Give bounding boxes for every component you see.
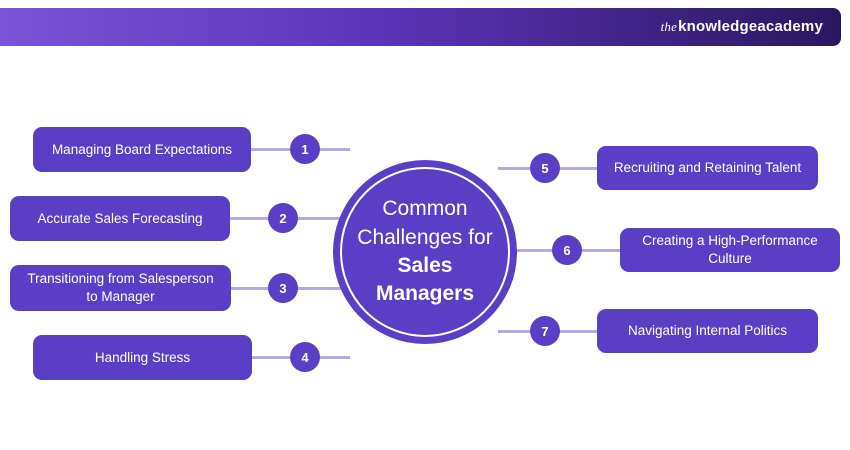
number-badge-2: 2	[268, 203, 298, 233]
challenge-box-2: Accurate Sales Forecasting	[10, 196, 230, 241]
challenge-label-6: Creating a High-Performance Culture	[642, 233, 818, 266]
central-circle-ring	[340, 167, 510, 337]
number-badge-4: 4	[290, 342, 320, 372]
challenge-label-1: Managing Board Expectations	[51, 141, 233, 157]
challenge-label-2: Accurate Sales Forecasting	[37, 210, 203, 226]
challenge-box-4: Handling Stress	[33, 335, 252, 380]
diagram-title: Common Challenges for Sales Managers	[350, 195, 500, 308]
number-badge-7: 7	[530, 316, 560, 346]
challenge-box-3: Transitioning from Salesperson to Manage…	[10, 265, 231, 311]
challenge-label-3: Transitioning from Salesperson to Manage…	[27, 271, 214, 304]
logo-the: the	[660, 19, 678, 34]
number-badge-3: 3	[268, 273, 298, 303]
number-badge-5: 5	[530, 153, 560, 183]
challenge-label-5: Recruiting and Retaining Talent	[613, 160, 802, 176]
logo-academy: academy	[757, 18, 823, 35]
challenge-label-4: Handling Stress	[94, 349, 191, 365]
knowledge-academy-logo: theknowledgeacademy	[661, 18, 823, 36]
logo-knowledge: knowledge	[678, 18, 758, 35]
challenge-box-7: Navigating Internal Politics	[597, 309, 818, 353]
diagram-title-regular: Common Challenges for	[357, 197, 493, 249]
header-banner: theknowledgeacademy	[0, 8, 841, 46]
central-title-circle: Common Challenges for Sales Managers	[333, 160, 517, 344]
number-badge-6: 6	[552, 235, 582, 265]
challenge-label-7: Navigating Internal Politics	[627, 323, 788, 339]
challenge-box-6: Creating a High-Performance Culture	[620, 228, 840, 272]
challenge-box-1: Managing Board Expectations	[33, 127, 251, 172]
diagram-title-bold: Sales Managers	[375, 254, 475, 306]
number-badge-1: 1	[290, 134, 320, 164]
challenge-box-5: Recruiting and Retaining Talent	[597, 146, 818, 190]
